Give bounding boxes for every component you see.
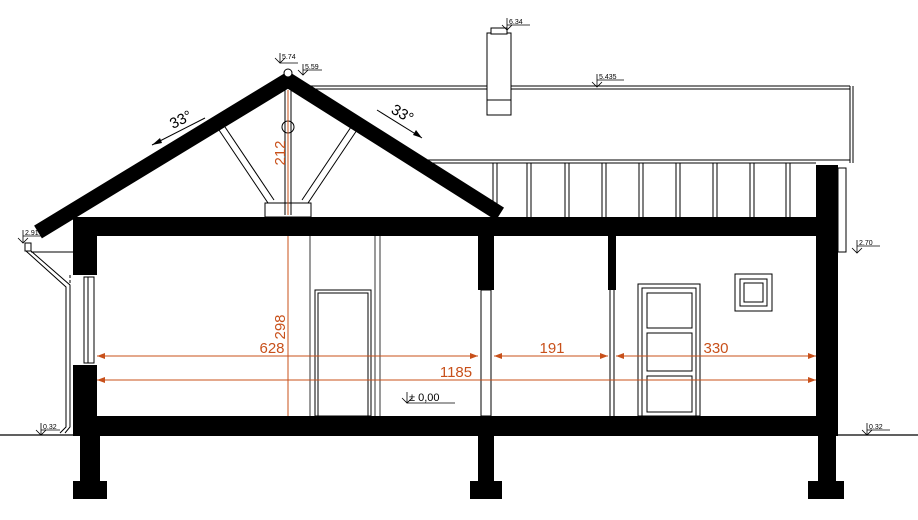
dim-room-left: 628 [259, 340, 284, 357]
chimney [486, 27, 512, 116]
door-right [637, 283, 701, 417]
level-ground-left: 0.32 [43, 424, 57, 431]
dim-total: 1185 [440, 364, 472, 381]
level-ridge-top: 5.74 [282, 54, 296, 61]
dim-attic-height: 212 [272, 140, 289, 165]
middle-wall [478, 236, 494, 290]
pitched-roof [34, 71, 505, 239]
level-markers [17, 18, 890, 436]
level-floor: ± 0,00 [409, 392, 440, 404]
middle-door-opening [480, 289, 492, 417]
dim-room-middle: 191 [539, 340, 564, 357]
level-flat-roof: 5.435 [599, 74, 617, 81]
small-window [734, 273, 773, 312]
door-left [314, 289, 372, 417]
left-wall-lower [73, 365, 97, 420]
dim-room-right: 330 [703, 340, 728, 357]
dimension-arrows [97, 353, 816, 383]
left-window [69, 275, 95, 365]
roof-angle-right: 33° [388, 101, 416, 127]
right-wall [816, 165, 838, 420]
level-eave-right: 2.70 [859, 240, 873, 247]
dimension-lines [97, 90, 816, 416]
roof-truss [218, 85, 358, 218]
roof-angle-left: 33° [167, 107, 195, 132]
flat-roof [300, 85, 854, 164]
dim-room-height: 298 [272, 314, 289, 339]
left-wall-upper [73, 217, 97, 275]
partition-wall [608, 236, 616, 290]
roof-joists [492, 163, 791, 217]
level-ridge: 5.59 [305, 64, 319, 71]
level-chimney: 6.34 [509, 19, 523, 26]
level-eave-left: 2.91 [25, 230, 39, 237]
level-ground-right: 0.32 [869, 424, 883, 431]
ridge-cap [283, 68, 293, 78]
downpipe [24, 242, 73, 434]
wall-insulation [837, 167, 847, 253]
foundations [73, 436, 844, 499]
floor-slab [73, 416, 838, 436]
ceiling-slab [73, 217, 838, 236]
